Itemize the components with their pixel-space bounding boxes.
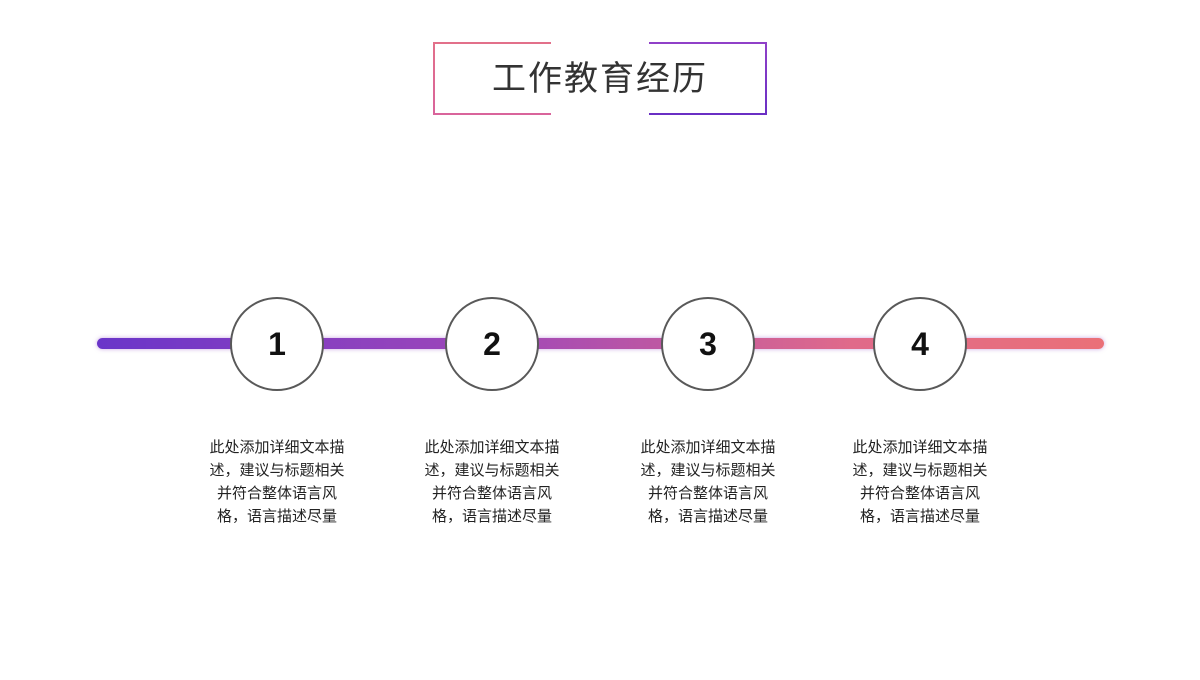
step-description: 此处添加详细文本描述，建议与标题相关并符合整体语言风格，语言描述尽量 [209,438,345,525]
step-number-circle: 4 [873,297,967,391]
title-bracket-right [649,42,767,115]
step-description: 此处添加详细文本描述，建议与标题相关并符合整体语言风格，语言描述尽量 [852,438,988,525]
title-frame: 工作教育经历 [433,42,767,115]
step-number-circle: 3 [661,297,755,391]
step-description: 此处添加详细文本描述，建议与标题相关并符合整体语言风格，语言描述尽量 [640,438,776,525]
timeline-step: 1 此处添加详细文本描述，建议与标题相关并符合整体语言风格，语言描述尽量 [187,297,367,528]
timeline-track [97,338,1104,349]
page-title: 工作教育经历 [492,59,708,99]
timeline-step: 4 此处添加详细文本描述，建议与标题相关并符合整体语言风格，语言描述尽量 [830,297,1010,528]
step-number-circle: 2 [445,297,539,391]
step-number-circle: 1 [230,297,324,391]
title-bracket-left [433,42,551,115]
timeline-step: 2 此处添加详细文本描述，建议与标题相关并符合整体语言风格，语言描述尽量 [402,297,582,528]
timeline-step: 3 此处添加详细文本描述，建议与标题相关并符合整体语言风格，语言描述尽量 [618,297,798,528]
step-description: 此处添加详细文本描述，建议与标题相关并符合整体语言风格，语言描述尽量 [424,438,560,525]
